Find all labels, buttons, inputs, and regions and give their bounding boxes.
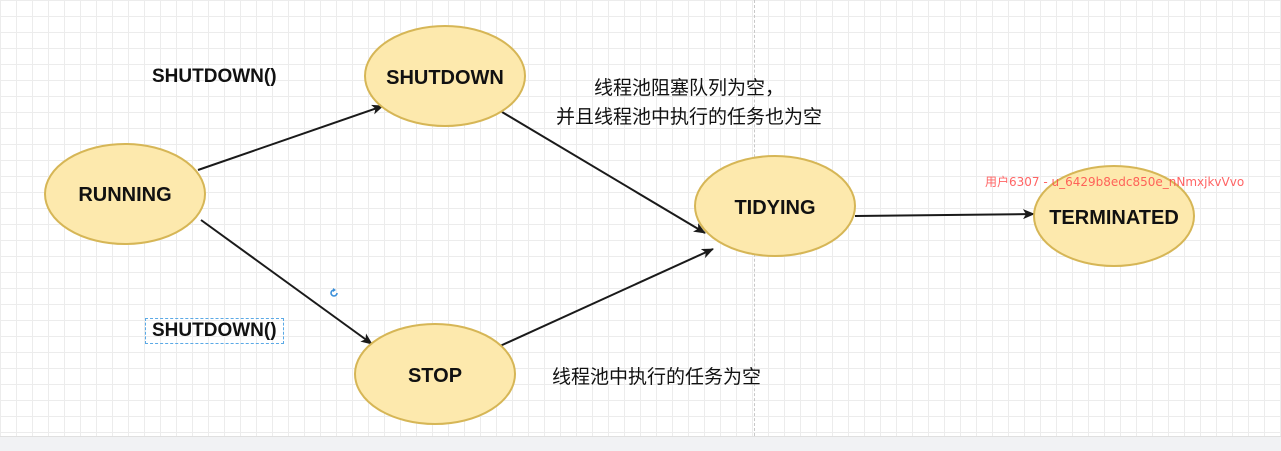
node-shutdown-label: SHUTDOWN [386,67,504,89]
node-tidying-label: TIDYING [734,197,815,219]
node-terminated-label: TERMINATED [1049,207,1179,229]
edge-stop-to-tidying[interactable] [499,248,714,347]
edge-running-to-stop[interactable] [200,219,373,345]
node-terminated[interactable]: TERMINATED [1033,165,1195,267]
node-running-label: RUNNING [78,184,171,206]
edge-running-to-shutdown[interactable] [197,104,384,171]
user-watermark: 用户6307 - u_6429b8edc850e_nNmxjkvVvo [985,175,1245,189]
note-shutdown-to-tidying[interactable]: 线程池阻塞队列为空， 并且线程池中执行的任务也为空 [556,74,822,132]
note-shutdown-to-tidying-line1: 线程池阻塞队列为空， [594,77,785,99]
node-shutdown[interactable]: SHUTDOWN [364,25,526,127]
edge-label-running-to-shutdown[interactable]: SHUTDOWN() [152,66,277,87]
edge-tidying-to-terminated[interactable] [854,209,1035,220]
edge-shutdown-to-tidying[interactable] [501,111,706,234]
note-shutdown-to-tidying-line2: 并且线程池中执行的任务也为空 [556,106,823,128]
edge-label-running-to-stop[interactable]: SHUTDOWN() [145,318,284,344]
state-diagram: RUNNING SHUTDOWN STOP TIDYING TERMINATED [44,25,1195,425]
node-running[interactable]: RUNNING [44,143,206,245]
node-stop-label: STOP [408,365,462,387]
bottom-bar [0,436,1281,451]
node-tidying[interactable]: TIDYING [694,155,856,257]
rotate-handle-icon[interactable] [329,288,339,298]
note-stop-to-tidying[interactable]: 线程池中执行的任务为空 [552,366,762,388]
node-stop[interactable]: STOP [354,323,516,425]
